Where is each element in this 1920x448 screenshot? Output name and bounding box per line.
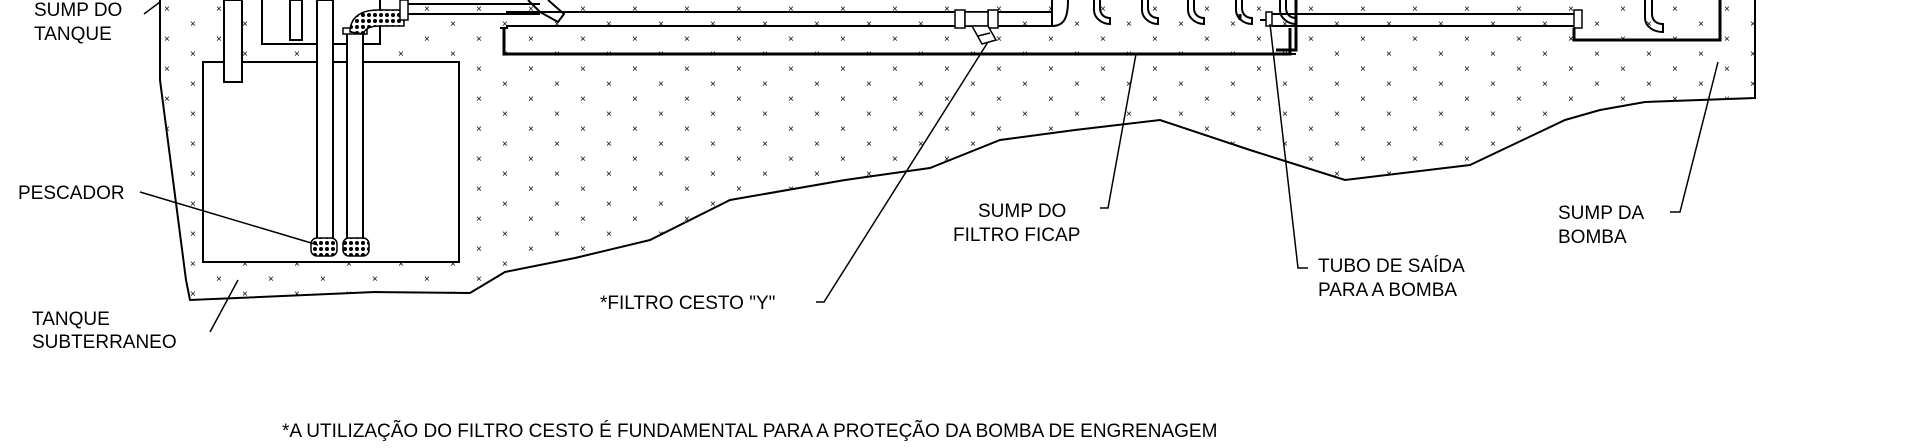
- label-sump-bomba-2: BOMBA: [1558, 227, 1627, 248]
- label-sump-bomba-1: SUMP DA: [1558, 203, 1645, 224]
- ground-fill: [160, 0, 1755, 300]
- filter-elbows: [1093, 0, 1297, 26]
- label-sump-tanque-1: SUMP DO: [34, 0, 122, 21]
- leader-pescador: [139, 191, 319, 246]
- fisher-right: [342, 237, 370, 257]
- label-filtro-cesto: *FILTRO CESTO "Y": [600, 293, 775, 314]
- label-sump-filtro-1: SUMP DO: [978, 201, 1066, 222]
- leader-sump-filtro: [1100, 53, 1137, 209]
- label-tubo-saida-1: TUBO DE SAÍDA: [1318, 256, 1465, 277]
- leader-tanque-sub: [209, 279, 239, 333]
- label-pescador: PESCADOR: [18, 183, 125, 204]
- leader-filtro-cesto: [816, 41, 989, 303]
- label-sump-tanque-2: TANQUE: [34, 24, 112, 45]
- fill-pipe: [289, 0, 303, 41]
- label-sump-filtro-2: FILTRO FICAP: [953, 225, 1080, 246]
- suction-pipe-left: [316, 0, 334, 241]
- label-tanque-sub-1: TANQUE: [32, 309, 110, 330]
- footnote: *A UTILIZAÇÃO DO FILTRO CESTO É FUNDAMEN…: [282, 420, 1217, 442]
- pump-sump: [1572, 0, 1722, 42]
- filter-sump-box: [502, 28, 1292, 56]
- outlet-pipe: [1276, 0, 1298, 52]
- basket-filter-y: [954, 9, 999, 45]
- leader-sump-bomba: [1670, 61, 1719, 213]
- vent-pipe: [223, 0, 243, 83]
- suction-pipe-right: [346, 29, 364, 241]
- flexible-hose: [349, 9, 405, 35]
- leader-tubo-saida: [1269, 23, 1308, 269]
- leader-sump-tanque: [143, 1, 161, 15]
- label-tubo-saida-2: PARA A BOMBA: [1318, 280, 1457, 301]
- fisher-left: [310, 237, 338, 257]
- ground-outline: [159, 0, 1756, 302]
- label-tanque-sub-2: SUBTERRANEO: [32, 332, 177, 353]
